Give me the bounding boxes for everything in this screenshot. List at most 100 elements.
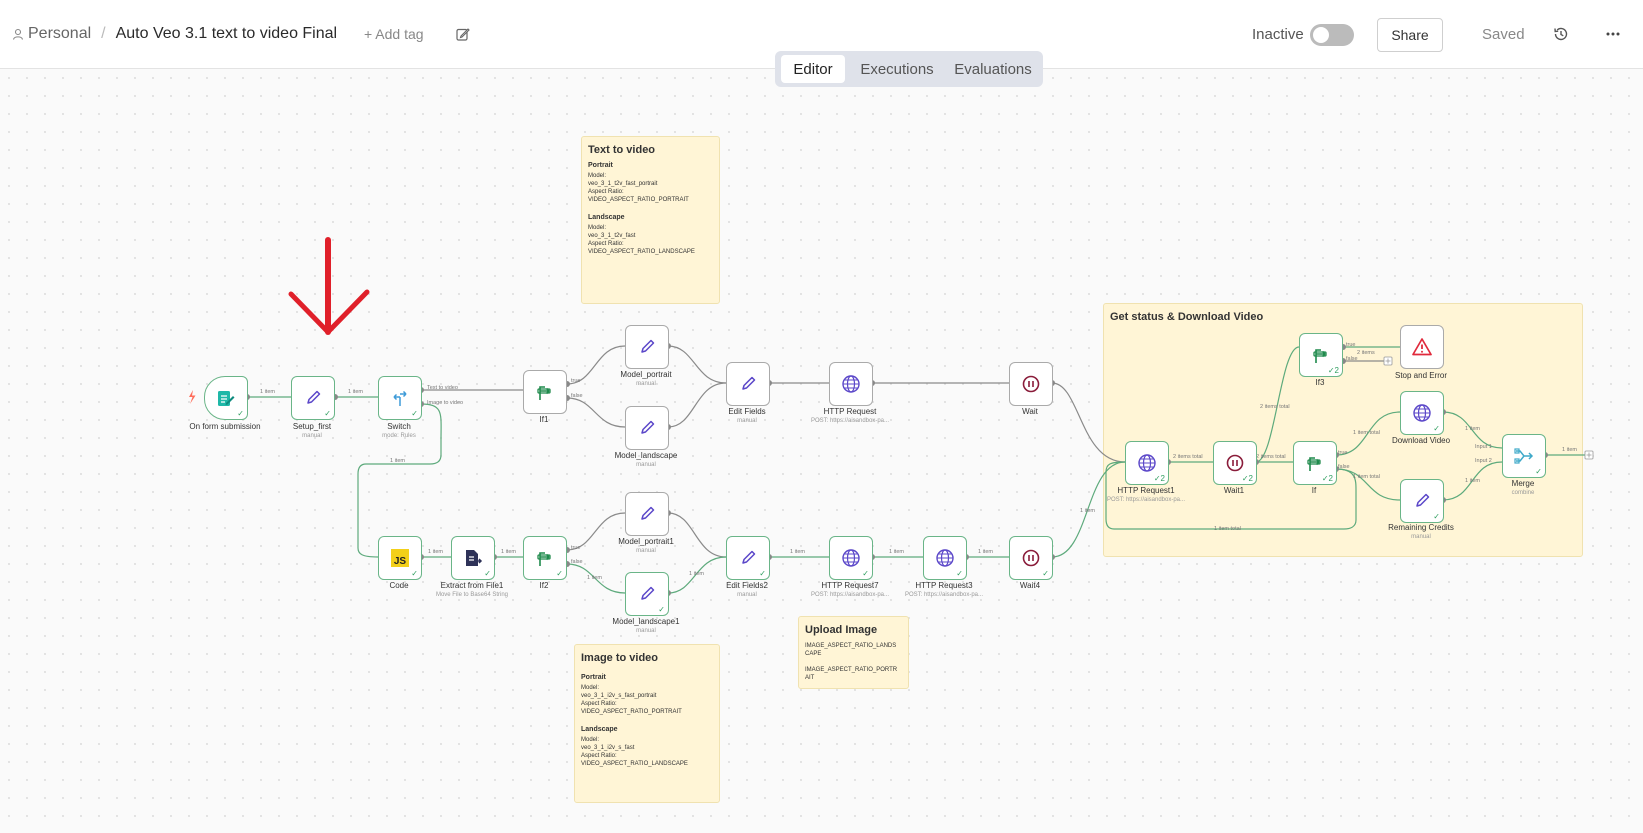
node-wait1[interactable]: ✓2	[1213, 441, 1257, 485]
more-horizontal-icon[interactable]	[1606, 0, 1620, 68]
connection-label: 1 item	[790, 549, 805, 555]
connection-label: true	[571, 378, 581, 384]
success-check-icon: ✓	[1535, 467, 1542, 476]
sticky-line: Aspect Ratio:	[588, 189, 624, 195]
tab-editor[interactable]: Editor	[781, 55, 845, 83]
sticky-subheading: Portrait	[588, 162, 613, 169]
add-tag-button[interactable]: + Add tag	[364, 26, 424, 42]
node-if1[interactable]	[523, 370, 567, 414]
pencil-icon	[641, 420, 655, 434]
svg-text:JS: JS	[394, 556, 407, 567]
sticky-line: veo_3_1_t2v_fast_portrait	[588, 181, 658, 187]
edit-icon[interactable]	[456, 0, 470, 68]
toggle-knob	[1313, 27, 1329, 43]
node-switch[interactable]: ✓	[378, 376, 422, 420]
node-model-landscape1[interactable]: ✓	[625, 572, 669, 616]
history-icon[interactable]	[1553, 0, 1569, 68]
sticky-subheading: Landscape	[588, 214, 625, 221]
node-label: HTTP Request	[823, 407, 877, 416]
node-merge[interactable]: ✓	[1502, 434, 1546, 478]
node-subtitle: manual	[737, 418, 757, 424]
sticky-upload-image[interactable]: Upload Image IMAGE_ASPECT_RATIO_LANDS CA…	[798, 616, 909, 689]
node-subtitle: manual	[636, 462, 656, 468]
globe-icon	[842, 375, 860, 393]
node-http-request[interactable]	[829, 362, 873, 406]
sticky-line: veo_3_1_i2v_s_fast	[581, 745, 635, 751]
connection-label: 1 item	[501, 549, 516, 555]
node-label: Download Video	[1391, 436, 1451, 445]
node-model-landscape[interactable]	[625, 406, 669, 450]
globe-icon	[1413, 404, 1431, 422]
connection-label: true	[571, 545, 581, 551]
pause-icon	[1022, 549, 1040, 567]
view-tabs: Editor Executions Evaluations	[775, 51, 1043, 87]
success-check-icon: ✓	[1433, 512, 1440, 521]
sticky-title: Text to video	[588, 144, 656, 156]
node-http-request3[interactable]: ✓	[923, 536, 967, 580]
node-on-form-submission[interactable]: ✓	[204, 376, 248, 420]
node-setup-first[interactable]: ✓	[291, 376, 335, 420]
node-label: HTTP Request7	[821, 581, 879, 590]
node-label: Edit Fields	[728, 407, 766, 416]
sticky-line: Model:	[588, 173, 607, 179]
save-status: Saved	[1482, 25, 1525, 43]
node-label: Remaining Credits	[1388, 523, 1454, 532]
sticky-title: Upload Image	[805, 624, 878, 636]
share-button[interactable]: Share	[1377, 18, 1443, 52]
node-subtitle: manual	[1411, 534, 1431, 540]
node-label: Model_portrait1	[618, 537, 674, 546]
sticky-text-to-video[interactable]: Text to video Portrait Model: veo_3_1_t2…	[581, 136, 720, 304]
success-check-icon: ✓2	[1327, 366, 1339, 375]
node-stop-and-error[interactable]	[1400, 325, 1444, 369]
node-if[interactable]: ✓2	[1293, 441, 1337, 485]
node-label: Wait4	[1019, 581, 1041, 590]
pencil-icon	[641, 586, 655, 600]
pencil-icon	[742, 550, 756, 564]
workflow-title[interactable]: Auto Veo 3.1 text to video Final	[115, 25, 338, 42]
success-check-icon: ✓	[759, 569, 766, 578]
sticky-line: CAPE	[805, 651, 822, 657]
breadcrumb-project[interactable]: Personal	[28, 25, 92, 42]
node-edit-fields2[interactable]: ✓	[726, 536, 770, 580]
node-label: Extract from File1	[440, 581, 504, 590]
node-http-request7[interactable]: ✓	[829, 536, 873, 580]
connection-label: 1 item	[348, 389, 363, 395]
node-label: If3	[1315, 378, 1325, 387]
if-icon	[1307, 457, 1321, 471]
connection-label: 1 item	[689, 571, 704, 577]
node-wait4[interactable]: ✓	[1009, 536, 1053, 580]
node-wait[interactable]	[1009, 362, 1053, 406]
node-download-video[interactable]: ✓	[1400, 391, 1444, 435]
tab-executions[interactable]: Executions	[860, 60, 934, 78]
sticky-image-to-video[interactable]: Image to video Portrait Model: veo_3_1_i…	[574, 644, 720, 803]
warning-icon	[1412, 338, 1432, 356]
node-if3[interactable]: ✓2	[1299, 333, 1343, 377]
node-code[interactable]: JS ✓	[378, 536, 422, 580]
node-subtitle: manual	[636, 548, 656, 554]
node-edit-fields[interactable]	[726, 362, 770, 406]
node-model-portrait[interactable]	[625, 325, 669, 369]
node-extract-from-file1[interactable]: ✓	[451, 536, 495, 580]
tab-evaluations[interactable]: Evaluations	[954, 60, 1032, 78]
node-label: HTTP Request1	[1117, 486, 1175, 495]
connection-label: 1 item	[1465, 426, 1480, 432]
node-model-portrait1[interactable]	[625, 492, 669, 536]
active-toggle[interactable]	[1310, 24, 1354, 46]
person-icon	[12, 28, 24, 40]
connection-label: 1 item	[1080, 508, 1095, 514]
node-label: Edit Fields2	[726, 581, 768, 590]
node-subtitle: POST: https://aisandbox-pa...	[1106, 497, 1186, 503]
node-remaining-credits[interactable]: ✓	[1400, 479, 1444, 523]
pencil-icon	[307, 390, 321, 404]
sticky-line: Model:	[581, 685, 600, 691]
node-if2[interactable]: ✓	[523, 536, 567, 580]
node-label: Model_landscape1	[612, 617, 680, 626]
pencil-icon	[1416, 493, 1430, 507]
sticky-line: Model:	[588, 225, 607, 231]
success-check-icon: ✓	[237, 409, 244, 418]
node-http-request1[interactable]: ✓2	[1125, 441, 1169, 485]
sticky-line: Aspect Ratio:	[581, 753, 617, 759]
breadcrumb-separator: /	[101, 25, 106, 42]
node-label: Code	[389, 581, 409, 590]
pause-icon	[1022, 375, 1040, 393]
